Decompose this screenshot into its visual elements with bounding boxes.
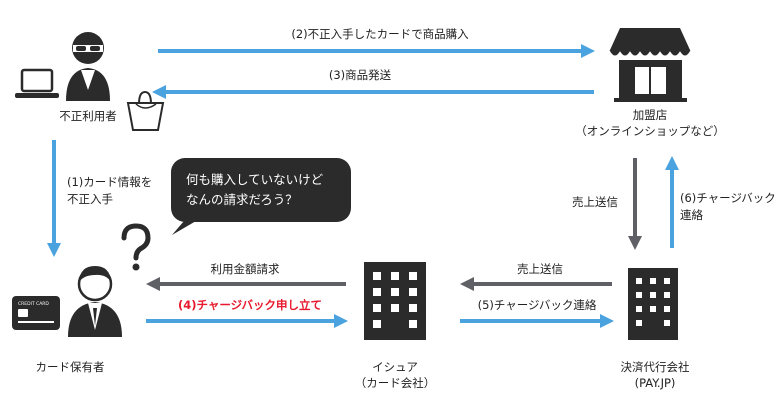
- flow-4-label: (4)チャージバック申し立て: [178, 298, 322, 312]
- bubble-line-2: なんの請求だろう？: [186, 192, 298, 207]
- credit-card-icon: CREDIT CARD: [12, 296, 60, 330]
- bubble-line-1: 何も購入していないけど: [186, 172, 324, 187]
- arrow-chargeback-notify-up: [665, 156, 679, 248]
- billing-label: 利用金額請求: [210, 262, 280, 276]
- flow-6-label: (6)チャージバック: [680, 191, 776, 205]
- bubble-text: 何も購入していないけど なんの請求だろう？: [186, 170, 356, 210]
- office-icon: [628, 268, 678, 340]
- shop-icon: [609, 28, 691, 102]
- sales-send-left-label: 売上送信: [517, 262, 563, 276]
- flow-1-label: (1)カード情報を: [67, 175, 153, 189]
- cardholder-label: カード保有者: [35, 360, 105, 374]
- thief-icon: [66, 32, 110, 101]
- arrow-shipping: [152, 85, 594, 99]
- flow-5-label: (5)チャージバック連絡: [477, 298, 597, 312]
- merchant-sub-label: （オンラインショップなど）: [575, 124, 725, 138]
- arrow-card-theft: [47, 140, 61, 257]
- arrow-billing: [146, 277, 346, 291]
- sales-send-down-label: 売上送信: [572, 195, 618, 209]
- issuer-label: イシュア: [372, 360, 418, 374]
- flow-6-sub-label: 連絡: [680, 208, 703, 222]
- arrow-sales-left: [460, 277, 612, 291]
- question-mark-icon: [121, 223, 151, 271]
- merchant-label: 加盟店: [632, 108, 668, 122]
- shopping-bag-icon: [126, 90, 165, 131]
- flow-2-label: (2)不正入手したカードで商品購入: [291, 27, 469, 41]
- card-caption: CREDIT CARD: [18, 301, 49, 307]
- speech-bubble: [171, 158, 351, 235]
- building-icon: [364, 262, 426, 340]
- processor-label: 決済代行会社: [620, 360, 690, 374]
- processor-sub-label: (PAY.JP): [634, 376, 676, 390]
- arrow-sales-down: [628, 158, 642, 250]
- laptop-icon: [15, 68, 59, 98]
- fraudster-label: 不正利用者: [59, 109, 117, 123]
- arrow-purchase: [158, 44, 595, 58]
- issuer-sub-label: （カード会社）: [354, 376, 436, 390]
- cardholder-icon: [68, 266, 122, 337]
- arrow-chargeback-claim: [146, 314, 348, 328]
- flow-1-sub-label: 不正入手: [67, 192, 113, 206]
- arrow-chargeback-notify-right: [460, 314, 614, 328]
- flow-3-label: (3)商品発送: [328, 68, 392, 82]
